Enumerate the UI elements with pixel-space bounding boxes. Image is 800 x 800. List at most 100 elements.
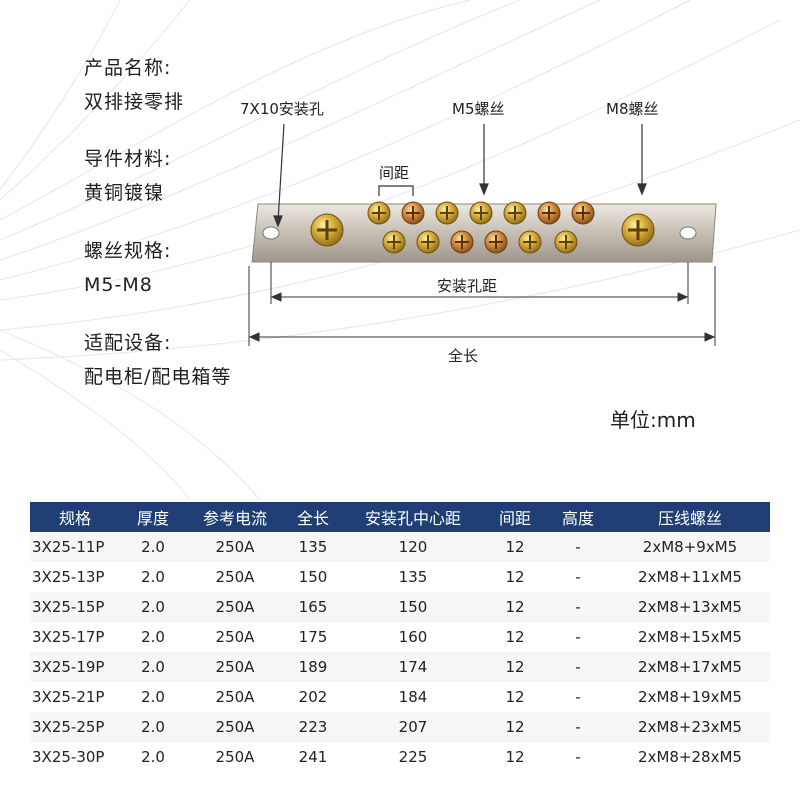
table-cell: 250A	[186, 622, 284, 652]
table-cell: 2xM8+9xM5	[610, 532, 770, 562]
table-cell: 12	[484, 592, 546, 622]
table-cell: -	[546, 532, 610, 562]
m8-screw-left	[310, 213, 344, 247]
unit-label: 单位:mm	[610, 408, 696, 432]
total-length-label: 全长	[448, 347, 479, 365]
screw-spec-value: M5-M8	[84, 274, 153, 296]
table-header: 间距	[484, 502, 546, 532]
table-cell: 2xM8+23xM5	[610, 712, 770, 742]
table-cell: 2xM8+19xM5	[610, 682, 770, 712]
total-length-dimension	[248, 266, 716, 346]
material-value: 黄铜镀镍	[84, 182, 165, 204]
m5-screw	[554, 230, 578, 254]
table-cell: 120	[342, 532, 484, 562]
table-cell: -	[546, 682, 610, 712]
table-cell: 12	[484, 532, 546, 562]
table-header: 参考电流	[186, 502, 284, 532]
m5-screw	[503, 201, 527, 225]
table-cell: 135	[284, 532, 342, 562]
table-cell: 2.0	[120, 592, 186, 622]
busbar-plate	[251, 203, 717, 263]
table-header: 压线螺丝	[610, 502, 770, 532]
m5-screw-row-bottom	[382, 230, 578, 254]
table-cell: 12	[484, 562, 546, 592]
table-cell: 250A	[186, 682, 284, 712]
table-cell: 202	[284, 682, 342, 712]
spec-table: 规格 厚度 参考电流 全长 安装孔中心距 间距 高度 压线螺丝 3X25-11P…	[30, 502, 770, 772]
m5-screw	[537, 201, 561, 225]
table-cell: 250A	[186, 712, 284, 742]
table-cell: 2xM8+28xM5	[610, 742, 770, 772]
m5-screw	[450, 230, 474, 254]
table-cell: 2.0	[120, 742, 186, 772]
pitch-label: 间距	[379, 164, 410, 182]
table-cell: 250A	[186, 562, 284, 592]
table-cell: 3X25-15P	[30, 592, 120, 622]
table-cell: 250A	[186, 592, 284, 622]
m5-screw	[571, 201, 595, 225]
table-cell: 250A	[186, 742, 284, 772]
table-cell: 174	[342, 652, 484, 682]
m5-screw	[367, 201, 391, 225]
table-cell: 2.0	[120, 652, 186, 682]
table-cell: 223	[284, 712, 342, 742]
m5-screw	[469, 201, 493, 225]
pitch-bracket	[378, 185, 414, 196]
m5-screw	[401, 201, 425, 225]
material-label: 导件材料:	[84, 148, 172, 170]
mounting-hole-label: 7X10安装孔	[240, 100, 324, 118]
table-cell: 2xM8+17xM5	[610, 652, 770, 682]
table-cell: 12	[484, 622, 546, 652]
table-header: 高度	[546, 502, 610, 532]
table-cell: 12	[484, 742, 546, 772]
table-cell: 241	[284, 742, 342, 772]
table-cell: 160	[342, 622, 484, 652]
table-header: 安装孔中心距	[342, 502, 484, 532]
table-cell: 3X25-25P	[30, 712, 120, 742]
table-cell: 3X25-11P	[30, 532, 120, 562]
table-cell: 3X25-17P	[30, 622, 120, 652]
table-header-row: 规格 厚度 参考电流 全长 安装孔中心距 间距 高度 压线螺丝	[30, 502, 770, 532]
m5-screw-row-top	[367, 201, 595, 225]
table-header: 全长	[284, 502, 342, 532]
table-cell: 189	[284, 652, 342, 682]
table-cell: -	[546, 592, 610, 622]
table-cell: 2.0	[120, 562, 186, 592]
table-cell: 150	[342, 592, 484, 622]
hole-pointer-arrow	[277, 123, 285, 223]
mounting-hole-right	[679, 226, 697, 240]
table-header: 厚度	[120, 502, 186, 532]
table-cell: 12	[484, 652, 546, 682]
table-cell: 184	[342, 682, 484, 712]
table-cell: -	[546, 712, 610, 742]
table-cell: 2.0	[120, 532, 186, 562]
product-name-value: 双排接零排	[84, 91, 185, 113]
busbar-diagram	[248, 123, 717, 346]
device-label: 适配设备:	[84, 332, 172, 354]
product-name-label: 产品名称:	[84, 57, 172, 79]
mounting-hole-left	[262, 226, 280, 240]
m8-screw-right	[621, 213, 655, 247]
hole-distance-label: 安装孔距	[434, 275, 501, 296]
table-cell: 12	[484, 682, 546, 712]
table-cell: 225	[342, 742, 484, 772]
table-cell: 165	[284, 592, 342, 622]
table-cell: 12	[484, 712, 546, 742]
hole-distance-dimension	[270, 262, 689, 304]
table-cell: 3X25-21P	[30, 682, 120, 712]
table-cell: 2xM8+13xM5	[610, 592, 770, 622]
m5-screw	[416, 230, 440, 254]
table-cell: -	[546, 562, 610, 592]
table-cell: 175	[284, 622, 342, 652]
table-cell: 3X25-19P	[30, 652, 120, 682]
table-cell: 135	[342, 562, 484, 592]
screw-spec-label: 螺丝规格:	[84, 240, 172, 262]
table-cell: 2xM8+11xM5	[610, 562, 770, 592]
